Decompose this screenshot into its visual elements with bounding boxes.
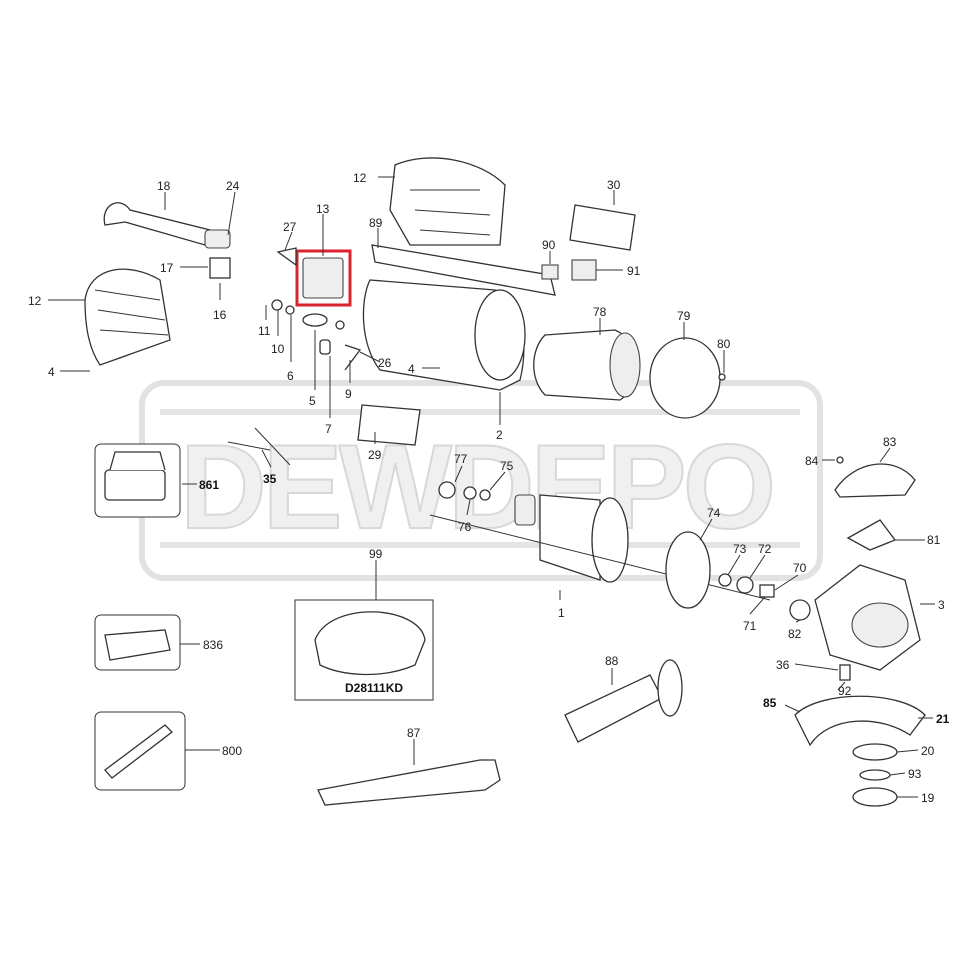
armature-part[interactable] xyxy=(429,481,771,601)
label-21: 21 xyxy=(936,712,950,726)
label-19: 19 xyxy=(921,791,935,805)
label-20: 20 xyxy=(921,744,935,758)
label-76: 76 xyxy=(458,520,472,534)
part-73[interactable] xyxy=(718,573,732,587)
wheel-guard-85[interactable] xyxy=(794,695,926,747)
cover-83[interactable] xyxy=(834,463,916,498)
label-30: 30 xyxy=(607,178,621,192)
label-74: 74 xyxy=(707,506,721,520)
label-27: 27 xyxy=(283,220,297,234)
label-35: 35 xyxy=(263,472,277,486)
part-36[interactable] xyxy=(839,664,851,681)
brush-part-35[interactable] xyxy=(227,427,291,466)
label-24: 24 xyxy=(226,179,240,193)
part-81[interactable] xyxy=(846,519,897,551)
gear-head-part[interactable] xyxy=(814,564,921,671)
label-92: 92 xyxy=(838,684,852,698)
label-84: 84 xyxy=(805,454,819,468)
label-99: 99 xyxy=(369,547,383,561)
motor-housing-part[interactable] xyxy=(362,279,526,391)
label-83: 83 xyxy=(883,435,897,449)
part-27[interactable] xyxy=(276,247,297,267)
leader-lines xyxy=(48,176,935,798)
label-18: 18 xyxy=(157,179,171,193)
part-89[interactable] xyxy=(371,244,556,296)
label-93: 93 xyxy=(908,767,922,781)
label-11: 11 xyxy=(258,324,271,338)
label-836: 836 xyxy=(203,638,223,652)
label-16: 16 xyxy=(213,308,227,322)
part-labels: 18 24 12 13 27 89 30 90 91 17 16 12 11 1… xyxy=(28,171,950,805)
label-78: 78 xyxy=(593,305,607,319)
label-90: 90 xyxy=(542,238,556,252)
screw-84[interactable] xyxy=(836,456,844,464)
bearing-plate-79[interactable] xyxy=(649,337,721,419)
switch-part-13[interactable] xyxy=(295,249,352,307)
label-80: 80 xyxy=(717,337,731,351)
label-72: 72 xyxy=(758,542,772,556)
svg-text:DEWDEPO: DEWDEPO xyxy=(180,420,772,554)
label-1: 1 xyxy=(558,606,565,620)
label-81: 81 xyxy=(927,533,941,547)
label-73: 73 xyxy=(733,542,747,556)
label-26: 26 xyxy=(378,356,392,370)
grinder-kit-800[interactable] xyxy=(94,711,186,791)
label-29: 29 xyxy=(368,448,382,462)
label-12-top: 12 xyxy=(353,171,367,185)
small-parts-cluster[interactable] xyxy=(209,257,362,371)
label-87: 87 xyxy=(407,726,421,740)
spanner-wrench-87[interactable] xyxy=(317,759,501,806)
label-17: 17 xyxy=(160,261,174,275)
label-36: 36 xyxy=(776,658,790,672)
guard-kit-99[interactable] xyxy=(294,599,434,701)
watermark: DEWDEPO xyxy=(139,380,823,581)
kit-case-836[interactable] xyxy=(94,614,181,671)
flange-20[interactable] xyxy=(852,743,898,761)
label-85: 85 xyxy=(763,696,777,710)
label-6: 6 xyxy=(287,369,294,383)
screw-80[interactable] xyxy=(718,373,726,381)
label-75: 75 xyxy=(500,459,514,473)
label-861: 861 xyxy=(199,478,219,492)
label-89: 89 xyxy=(369,216,383,230)
label-2: 2 xyxy=(496,428,503,442)
washer-93[interactable] xyxy=(859,769,891,781)
stator-part[interactable] xyxy=(533,329,641,401)
label-70: 70 xyxy=(793,561,807,575)
rear-housing-part[interactable] xyxy=(84,268,171,366)
label-91: 91 xyxy=(627,264,641,278)
part-90[interactable] xyxy=(541,264,559,280)
label-10: 10 xyxy=(271,342,285,356)
label-plate-30[interactable] xyxy=(569,204,636,251)
label-79: 79 xyxy=(677,309,691,323)
side-handle-88[interactable] xyxy=(564,659,683,743)
label-13: 13 xyxy=(316,202,330,216)
part-91[interactable] xyxy=(571,259,597,281)
kit-label: D28111KD xyxy=(345,681,403,695)
label-77: 77 xyxy=(454,452,468,466)
nut-19[interactable] xyxy=(852,787,898,807)
label-5: 5 xyxy=(309,394,316,408)
label-7: 7 xyxy=(325,422,332,436)
o-ring-82[interactable] xyxy=(789,599,811,621)
label-3: 3 xyxy=(938,598,945,612)
label-88: 88 xyxy=(605,654,619,668)
part-72[interactable] xyxy=(736,576,754,594)
label-4-mid: 4 xyxy=(408,362,415,376)
label-12-left: 12 xyxy=(28,294,42,308)
label-9: 9 xyxy=(345,387,352,401)
label-71: 71 xyxy=(743,619,757,633)
label-800: 800 xyxy=(222,744,242,758)
part-71[interactable] xyxy=(759,584,775,598)
power-cord-part[interactable] xyxy=(103,202,231,249)
label-29[interactable] xyxy=(357,404,421,446)
label-4-left: 4 xyxy=(48,365,55,379)
gear-case-plate-74[interactable] xyxy=(665,531,711,609)
label-82: 82 xyxy=(788,627,802,641)
kit-box-861[interactable] xyxy=(94,443,181,518)
top-housing-part[interactable] xyxy=(389,157,506,246)
